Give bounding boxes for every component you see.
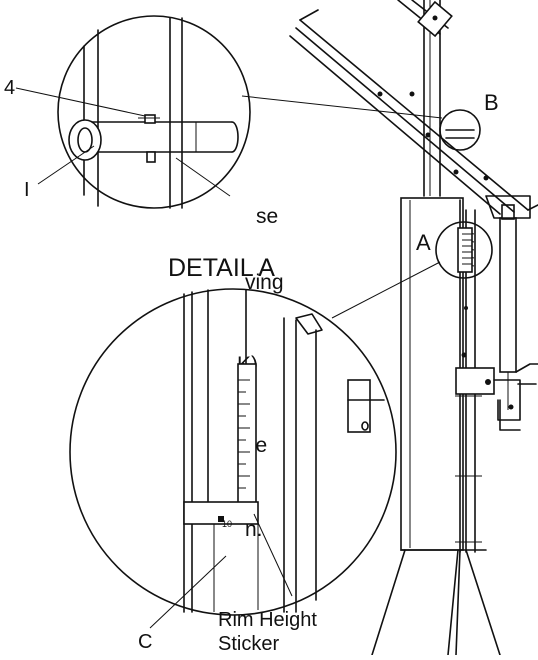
callout-label-4: 4 xyxy=(4,77,15,99)
leader-line-b xyxy=(241,95,443,119)
leader-line-4 xyxy=(15,87,146,117)
sticker-label-line1: Rim Height xyxy=(218,609,317,631)
scale-value-label: 10 xyxy=(222,519,232,529)
boom-arm-lower xyxy=(289,9,538,219)
main-pole-assembly xyxy=(371,0,538,656)
leader-line-a xyxy=(331,261,441,319)
callout-label-i: I xyxy=(24,179,30,201)
sticker-label-line2: Sticker xyxy=(218,633,279,655)
callout-circle-a xyxy=(435,221,493,279)
callout-label-c: C xyxy=(138,631,152,653)
leader-line-sticker xyxy=(253,513,293,597)
detail-circle-a xyxy=(69,288,397,616)
callout-label-b: B xyxy=(484,90,499,115)
pin-in-circle-b xyxy=(445,129,475,139)
boom-arm-upper xyxy=(397,0,453,38)
detail-title: DETAIL A xyxy=(168,254,275,282)
text-fragment-se: se xyxy=(256,205,278,228)
detail-circle-b xyxy=(57,15,251,209)
callout-label-a: A xyxy=(416,230,431,255)
text-fragment-ving: ving xyxy=(245,271,284,294)
leader-line-i xyxy=(37,145,95,185)
callout-circle-b xyxy=(439,109,481,151)
leader-line-c xyxy=(149,555,227,629)
